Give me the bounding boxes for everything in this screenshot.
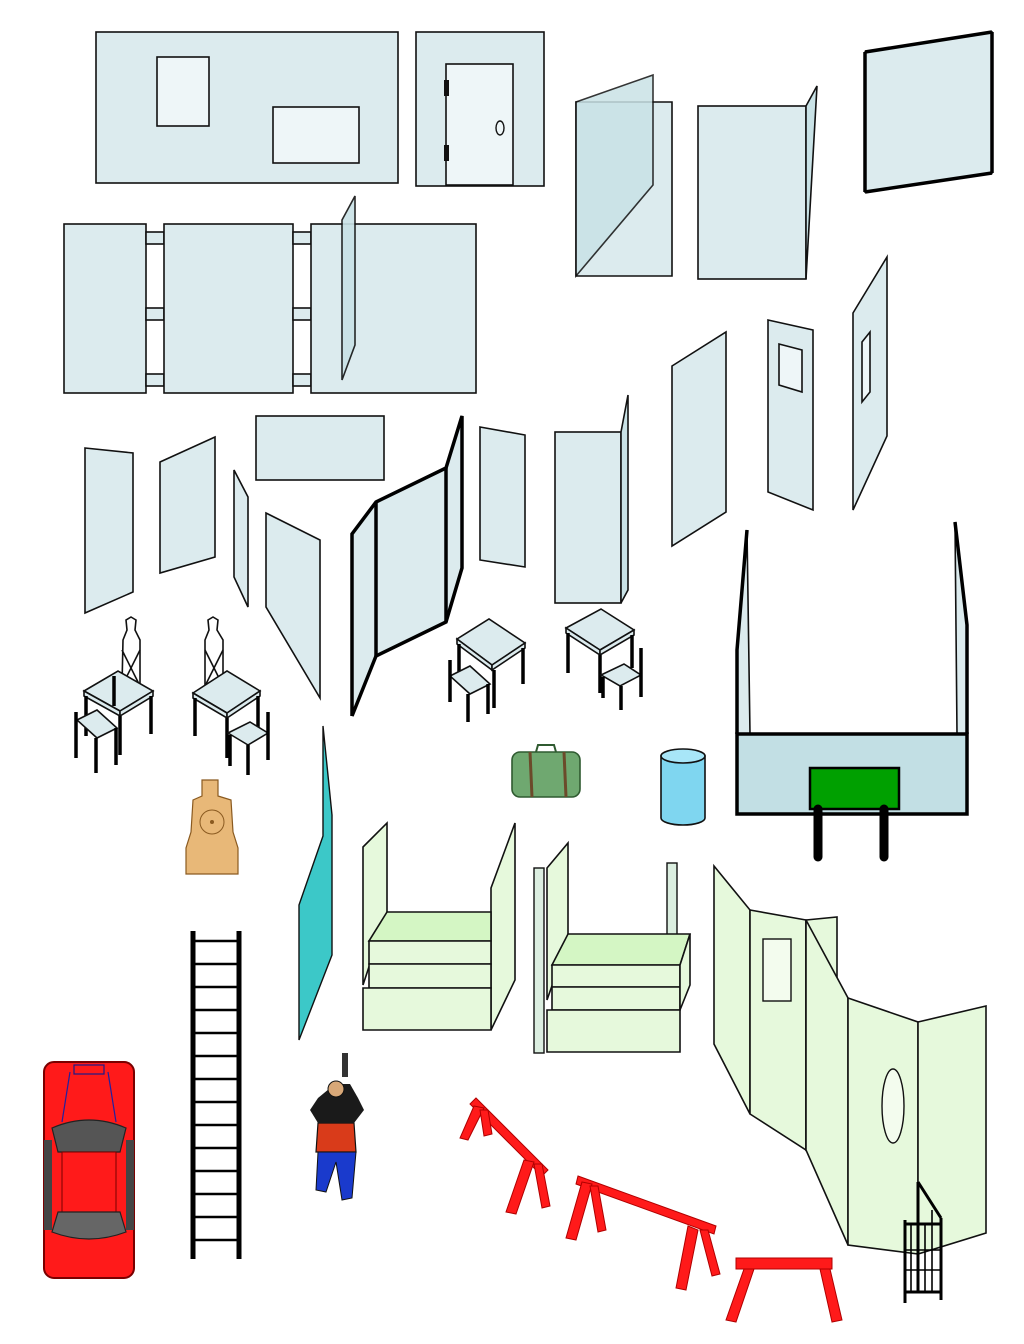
ladder[interactable] bbox=[190, 931, 242, 1259]
wall-with-window-and-port[interactable] bbox=[95, 31, 399, 184]
corner-panel-right[interactable] bbox=[697, 85, 818, 280]
vehicle-barrier-booth[interactable] bbox=[735, 521, 969, 862]
table-and-chair-4[interactable] bbox=[564, 608, 643, 710]
stair-platform-2[interactable] bbox=[533, 840, 692, 1054]
table-and-chair-3[interactable] bbox=[448, 618, 527, 722]
hinged-barricade[interactable] bbox=[863, 30, 994, 194]
corner-panel[interactable] bbox=[575, 73, 673, 279]
wall-with-door[interactable] bbox=[415, 31, 545, 187]
suitcase[interactable] bbox=[511, 744, 581, 798]
three-panel-wall[interactable] bbox=[63, 195, 477, 394]
folding-barricade-thick[interactable] bbox=[350, 415, 464, 717]
table-and-chair-1[interactable] bbox=[74, 670, 155, 773]
folding-screen[interactable] bbox=[713, 863, 987, 1256]
paper-target[interactable] bbox=[185, 779, 239, 875]
angled-panels[interactable] bbox=[84, 394, 629, 701]
barrel[interactable] bbox=[660, 748, 706, 826]
shooter-figure[interactable] bbox=[310, 1053, 364, 1201]
sawhorse-2[interactable] bbox=[565, 1175, 721, 1291]
angled-panel-window[interactable] bbox=[767, 319, 814, 512]
stair-platform-1[interactable] bbox=[362, 821, 516, 1031]
gate[interactable] bbox=[903, 1181, 943, 1303]
angled-panel-a[interactable] bbox=[671, 330, 727, 548]
sawhorse-3[interactable] bbox=[725, 1257, 843, 1323]
table-and-chair-2[interactable] bbox=[191, 670, 270, 775]
sawhorse-1[interactable] bbox=[459, 1097, 551, 1215]
police-car[interactable] bbox=[43, 1061, 135, 1279]
angled-panel-port[interactable] bbox=[852, 254, 888, 511]
green-sign bbox=[808, 766, 901, 811]
silhouette-target-2 bbox=[204, 616, 224, 687]
teal-panel[interactable] bbox=[298, 725, 333, 1041]
